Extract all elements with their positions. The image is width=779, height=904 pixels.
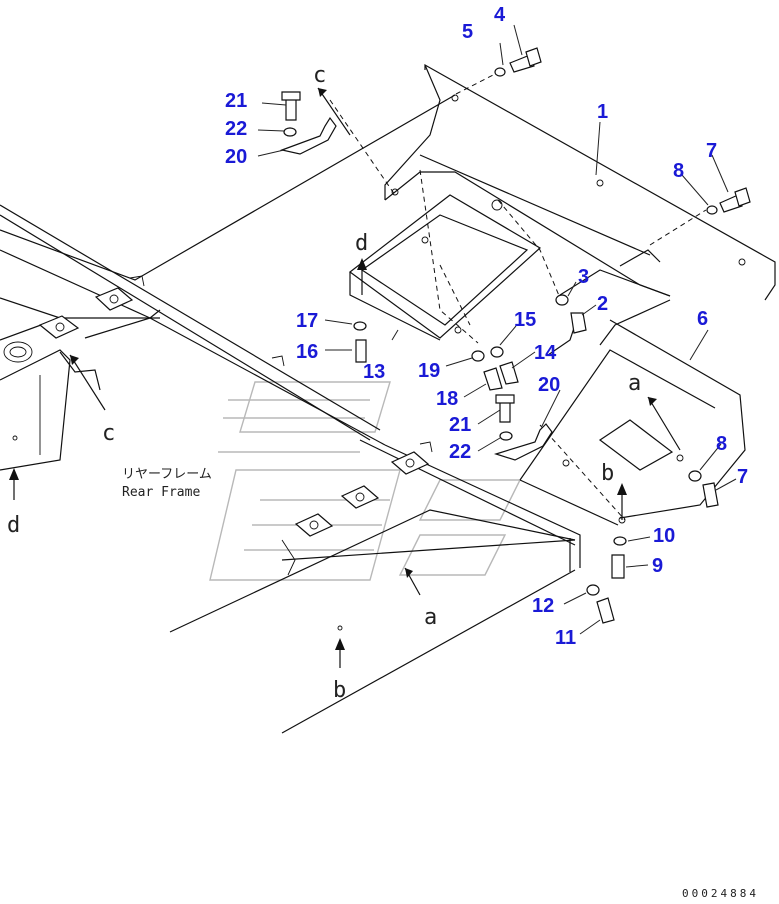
inner-panel-13 xyxy=(349,194,542,341)
view-ref-c-lower: c xyxy=(102,421,115,446)
callout-21-top: 21 xyxy=(225,90,247,112)
view-ref-d-upper: d xyxy=(355,231,368,256)
view-ref-b-upper: b xyxy=(601,461,614,486)
hardware xyxy=(279,47,751,624)
view-ref-a-lower: a xyxy=(424,605,437,630)
callout-18: 18 xyxy=(436,388,458,410)
callout-17: 17 xyxy=(296,310,318,332)
callout-8-top: 8 xyxy=(673,160,684,182)
callout-5: 5 xyxy=(462,21,473,43)
alignment-lines xyxy=(329,72,707,521)
callout-13: 13 xyxy=(363,361,385,383)
callout-22-top: 22 xyxy=(225,118,247,140)
rear-frame-label: リヤーフレーム Rear Frame xyxy=(122,467,212,500)
callout-1: 1 xyxy=(597,101,608,123)
watermark-logo xyxy=(209,381,522,581)
rear-frame-label-en: Rear Frame xyxy=(122,485,200,500)
callout-16: 16 xyxy=(296,341,318,363)
callout-22-mid: 22 xyxy=(449,441,471,463)
view-ref-b-lower: b xyxy=(333,678,346,703)
callout-6: 6 xyxy=(697,308,708,330)
callout-21-mid: 21 xyxy=(449,414,471,436)
callout-12: 12 xyxy=(532,595,554,617)
callout-19: 19 xyxy=(418,360,440,382)
callout-11: 11 xyxy=(555,627,576,649)
callout-7-top: 7 xyxy=(706,140,717,162)
callout-8-mid: 8 xyxy=(716,433,727,455)
callout-14: 14 xyxy=(534,342,557,364)
callout-15: 15 xyxy=(514,309,536,331)
callout-7-mid: 7 xyxy=(737,466,748,488)
callout-9: 9 xyxy=(652,555,663,577)
rear-frame-label-jp: リヤーフレーム xyxy=(122,467,212,482)
callout-3: 3 xyxy=(578,266,589,288)
callout-labels: 1 2 3 4 5 6 7 7 8 8 9 10 11 12 13 14 15 … xyxy=(225,4,748,649)
view-ref-letters: a a b b c c d d xyxy=(7,63,641,703)
view-arrows xyxy=(9,87,681,668)
view-ref-d-lower: d xyxy=(7,513,20,538)
leader-lines xyxy=(257,24,737,635)
callout-4: 4 xyxy=(494,4,506,26)
rear-frame xyxy=(0,204,581,734)
drawing-code: 00024884 xyxy=(682,887,759,900)
callout-10: 10 xyxy=(653,525,675,547)
callout-20-mid: 20 xyxy=(538,374,560,396)
callout-20-top: 20 xyxy=(225,146,247,168)
cover-plate-1 xyxy=(0,63,776,301)
view-ref-c-upper: c xyxy=(313,63,326,88)
view-ref-a-upper: a xyxy=(628,371,641,396)
callout-2: 2 xyxy=(597,293,608,315)
